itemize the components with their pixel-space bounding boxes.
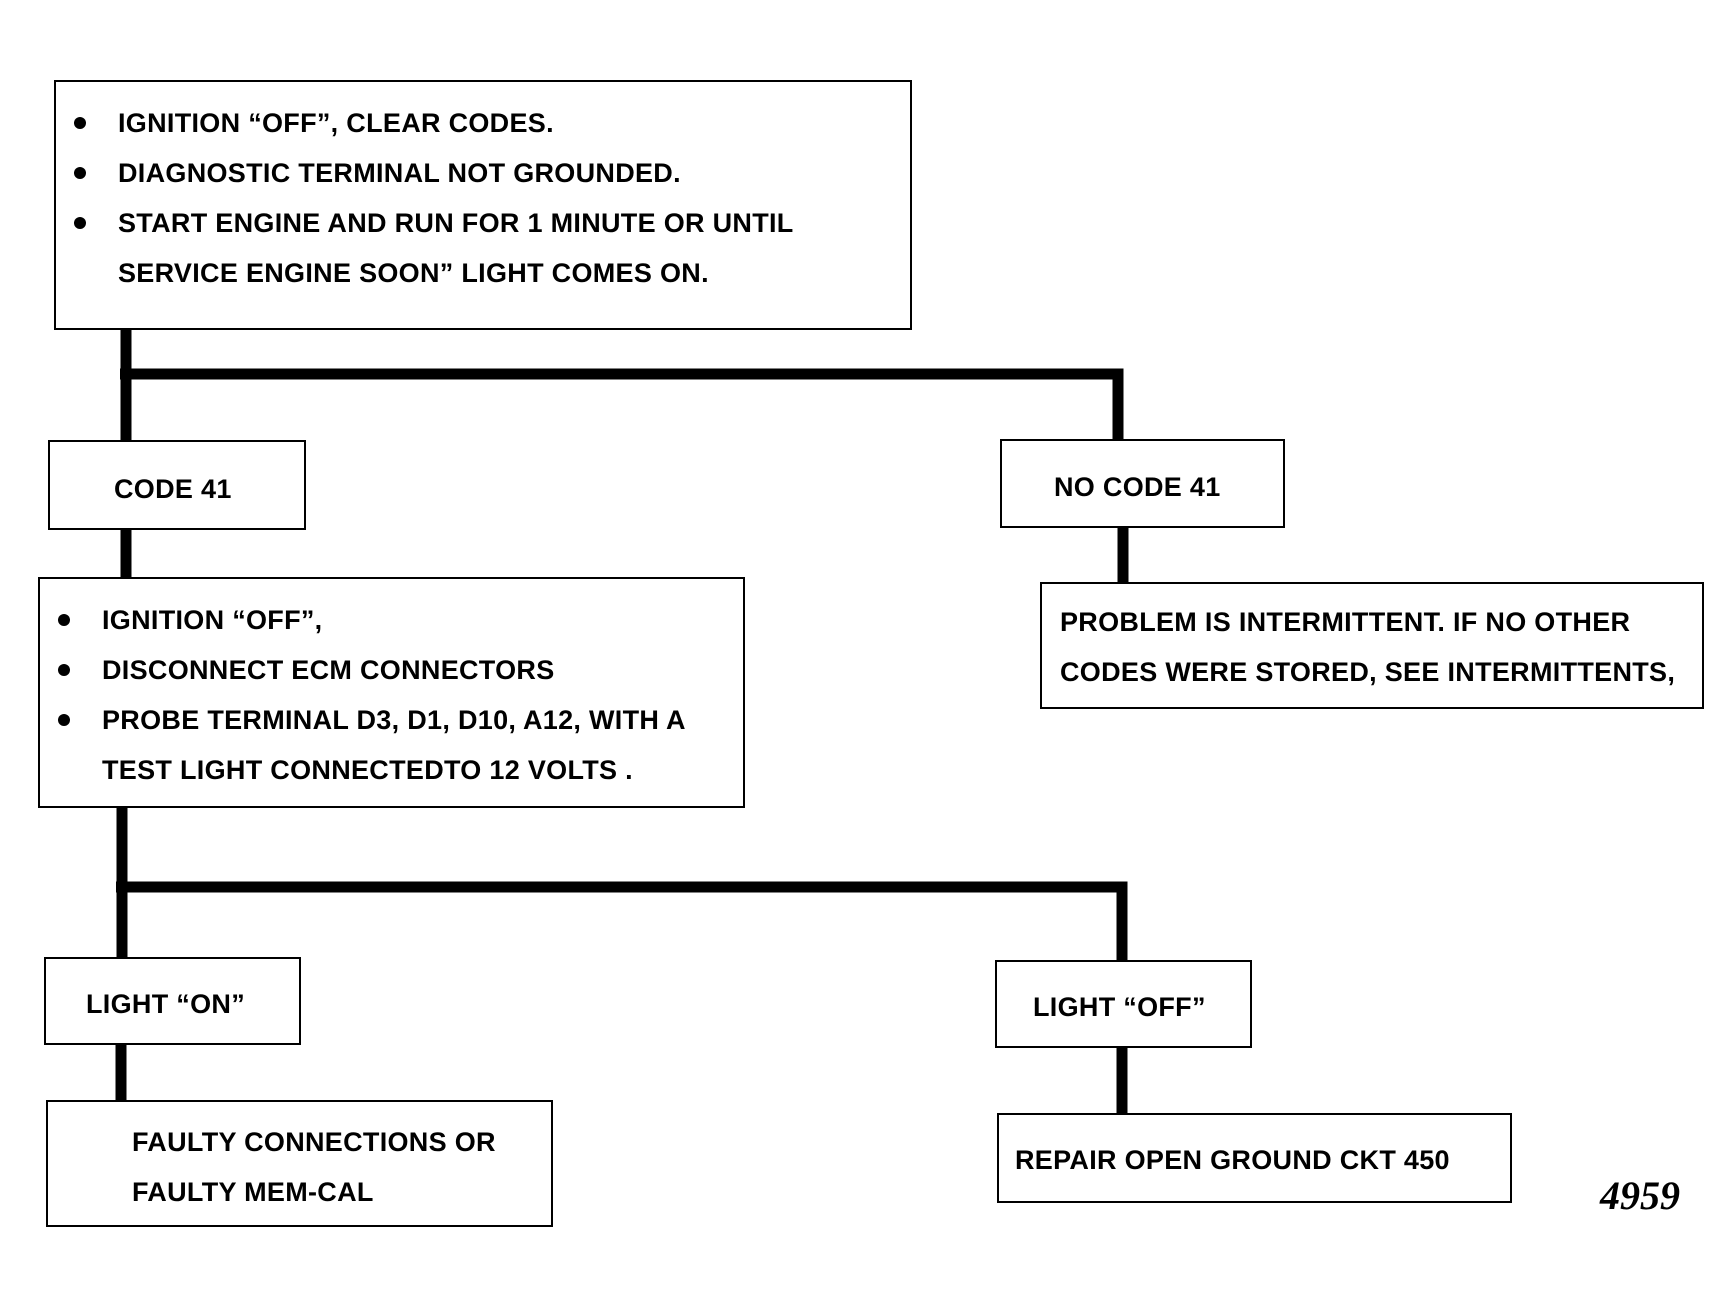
light-on-label: LIGHT “ON”	[86, 989, 245, 1019]
light-on-box: LIGHT “ON”	[44, 957, 301, 1045]
probe-step-3-continuation: TEST LIGHT CONNECTEDTO 12 VOLTS .	[102, 755, 633, 785]
probe-step-1: IGNITION “OFF”,	[40, 595, 743, 645]
no-code-41-box: NO CODE 41	[1000, 439, 1285, 528]
light-off-label: LIGHT “OFF”	[1033, 992, 1206, 1022]
faulty-connections-box: FAULTY CONNECTIONS OR FAULTY MEM-CAL	[46, 1100, 553, 1227]
start-step-3-continuation: SERVICE ENGINE SOON” LIGHT COMES ON.	[118, 258, 709, 288]
connector-probe-to-branches	[116, 808, 1128, 960]
probe-instructions-box: IGNITION “OFF”, DISCONNECT ECM CONNECTOR…	[38, 577, 745, 808]
faulty-line-2: FAULTY MEM-CAL	[132, 1177, 374, 1207]
probe-step-3-text: PROBE TERMINAL D3, D1, D10, A12, WITH A	[102, 705, 686, 735]
probe-step-3: PROBE TERMINAL D3, D1, D10, A12, WITH A …	[40, 695, 743, 795]
intermittent-line-2: CODES WERE STORED, SEE INTERMITTENTS,	[1060, 657, 1676, 687]
probe-step-2: DISCONNECT ECM CONNECTORS	[40, 645, 743, 695]
intermittent-problem-box: PROBLEM IS INTERMITTENT. IF NO OTHER COD…	[1040, 582, 1704, 709]
repair-label: REPAIR OPEN GROUND CKT 450	[1015, 1145, 1450, 1175]
connector-start-to-branches	[120, 330, 1124, 440]
code-41-box: CODE 41	[48, 440, 306, 530]
figure-number: 4959	[1600, 1173, 1680, 1218]
start-step-3: START ENGINE AND RUN FOR 1 MINUTE OR UNT…	[56, 198, 910, 298]
no-code-41-label: NO CODE 41	[1054, 472, 1221, 502]
faulty-line-1: FAULTY CONNECTIONS OR	[132, 1127, 496, 1157]
start-step-2: DIAGNOSTIC TERMINAL NOT GROUNDED.	[56, 148, 910, 198]
probe-instructions-list: IGNITION “OFF”, DISCONNECT ECM CONNECTOR…	[40, 595, 743, 795]
light-off-box: LIGHT “OFF”	[995, 960, 1252, 1048]
start-step-3-text: START ENGINE AND RUN FOR 1 MINUTE OR UNT…	[118, 208, 794, 238]
code-41-label: CODE 41	[114, 474, 232, 504]
start-instructions-list: IGNITION “OFF”, CLEAR CODES. DIAGNOSTIC …	[56, 98, 910, 298]
start-step-1: IGNITION “OFF”, CLEAR CODES.	[56, 98, 910, 148]
start-instructions-box: IGNITION “OFF”, CLEAR CODES. DIAGNOSTIC …	[54, 80, 912, 330]
intermittent-line-1: PROBLEM IS INTERMITTENT. IF NO OTHER	[1060, 607, 1631, 637]
repair-ground-box: REPAIR OPEN GROUND CKT 450	[997, 1113, 1512, 1203]
